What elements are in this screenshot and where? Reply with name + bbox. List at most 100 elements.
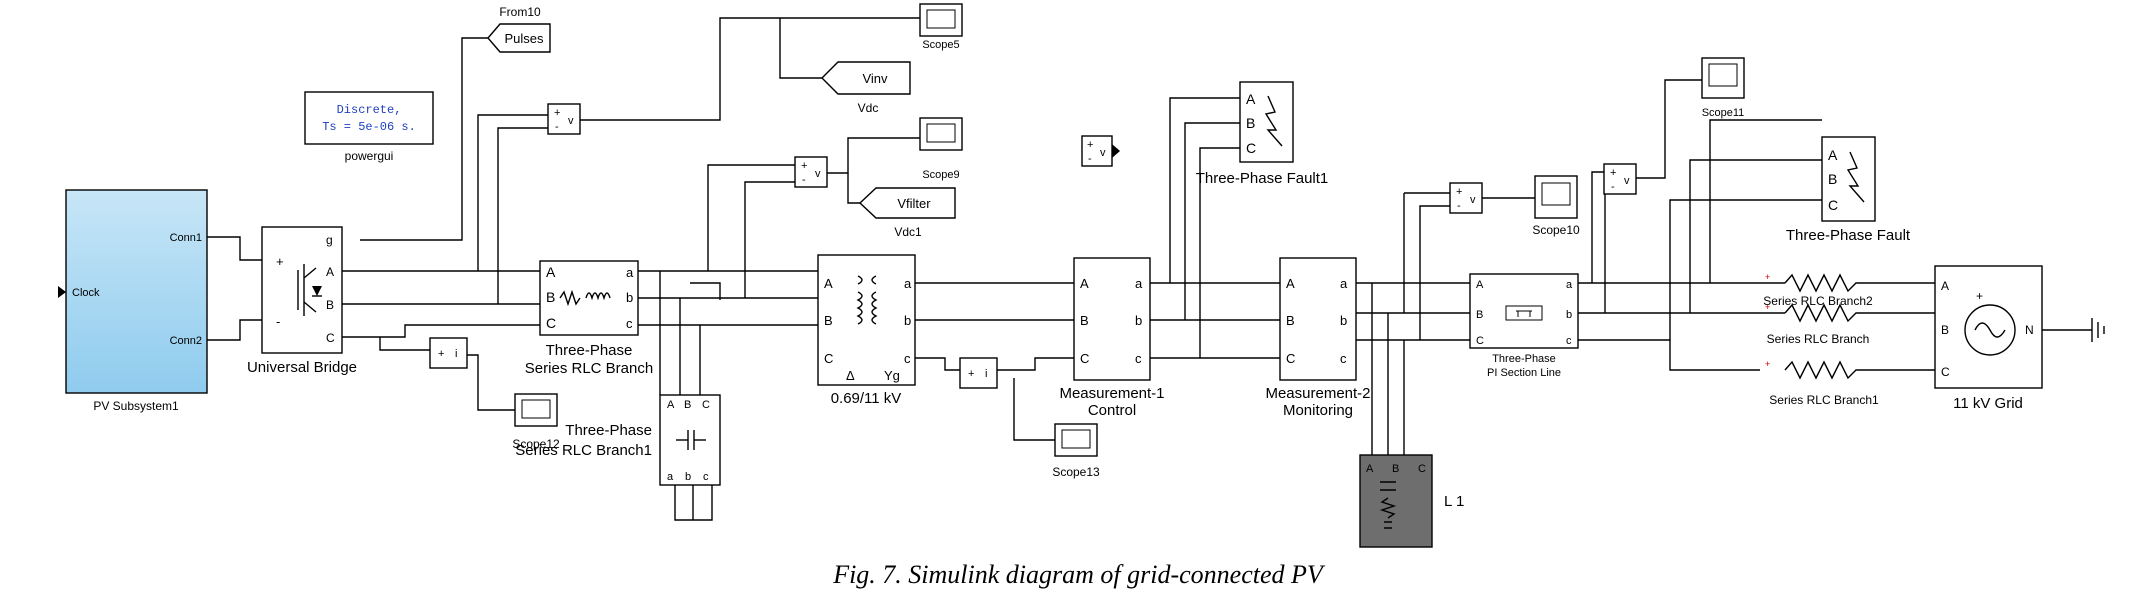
- cap-port-A: A: [667, 399, 675, 411]
- lightning-icon-2: [1846, 151, 1865, 203]
- three-phase-fault-block[interactable]: A B C Three-Phase Fault: [1786, 136, 1911, 244]
- vmeter3-v: v: [1100, 147, 1106, 159]
- pv-conn1-port: Conn1: [170, 232, 202, 244]
- f2-port-C: C: [1828, 197, 1838, 213]
- ground-icon: [2091, 318, 2105, 342]
- series-rlc-branch1[interactable]: + Series RLC Branch1: [1765, 359, 1879, 407]
- cap-port-c: c: [703, 471, 709, 483]
- rlc-port-A: A: [546, 264, 556, 280]
- three-phase-series-rlc-block[interactable]: A B C a b c Three-Phase Series RLC Branc…: [525, 260, 653, 377]
- imeter2-i: i: [985, 368, 987, 380]
- m1-port-c: c: [1135, 351, 1142, 366]
- measurement-1-block[interactable]: A B C a b c Measurement-1 Control: [1059, 257, 1165, 419]
- scope12-label: Scope12: [512, 437, 560, 451]
- voltage-meter-vfilter[interactable]: + - v: [794, 156, 828, 188]
- three-phase-rlc-branch1-block[interactable]: A B C a b c Three-Phase Series RLC Branc…: [515, 394, 721, 486]
- current-meter-1[interactable]: + i: [429, 337, 468, 369]
- imeter-plus: +: [438, 348, 444, 360]
- load-port-C: C: [1418, 463, 1426, 475]
- capacitor-icon: [676, 430, 706, 450]
- m1-port-B: B: [1080, 313, 1089, 328]
- voltage-meter-grid[interactable]: + - v: [1603, 163, 1637, 195]
- pv-subsystem-label: PV Subsystem1: [93, 399, 179, 413]
- voltage-meter-floating[interactable]: + - v: [1081, 135, 1120, 167]
- ub-plus-port: +: [276, 254, 284, 269]
- transformer-block[interactable]: A B C a b c Δ Yg 0.69/11 kV: [817, 254, 916, 407]
- rlc-port-c: c: [626, 316, 633, 331]
- grid-label: 11 kV Grid: [1953, 395, 2023, 412]
- three-phase-fault1-block[interactable]: A B C Three-Phase Fault1: [1196, 81, 1329, 187]
- series-rlc-branch2[interactable]: + Series RLC Branch2: [1763, 272, 1873, 308]
- scope9-block[interactable]: Scope9: [919, 117, 963, 181]
- grid-port-N: N: [2025, 323, 2034, 337]
- vinv-label: Vinv: [862, 71, 888, 86]
- measurement-2-block[interactable]: A B C a b c Measurement-2 Monitoring: [1265, 257, 1371, 419]
- pi-port-b: b: [1566, 309, 1572, 321]
- vmeter5-minus: -: [1611, 181, 1615, 193]
- powergui-block[interactable]: Discrete, Ts = 5e-06 s. powergui: [304, 91, 434, 163]
- pi-port-a: a: [1566, 279, 1573, 291]
- vmeter5-plus: +: [1610, 167, 1616, 179]
- f1-port-B: B: [1246, 115, 1255, 131]
- voltage-meter-vinv[interactable]: + - v: [547, 103, 581, 135]
- pv-subsystem-block[interactable]: Clock Conn1 Conn2 PV Subsystem1: [58, 189, 208, 413]
- vmeter-minus: -: [555, 121, 559, 133]
- grid-port-B: B: [1941, 323, 1949, 337]
- grid-source-block[interactable]: A B C N + 11 kV Grid: [1934, 265, 2043, 412]
- vmeter3-plus: +: [1087, 139, 1093, 151]
- rlc-port-a: a: [626, 265, 634, 280]
- load-l1-block[interactable]: A B C L 1: [1359, 454, 1464, 548]
- vinv-goto-tag[interactable]: Vinv Vdc: [821, 61, 911, 115]
- pv-clock-port: Clock: [72, 287, 100, 299]
- grid-plus: +: [1976, 289, 1983, 303]
- scope13-block[interactable]: Scope13: [1052, 423, 1100, 479]
- scope5-block[interactable]: Scope5: [919, 3, 963, 51]
- pulses-label: Pulses: [504, 31, 544, 46]
- pi-label-2: PI Section Line: [1487, 367, 1561, 379]
- ac-source-icon: [1964, 304, 2016, 356]
- pv-conn2-port: Conn2: [170, 335, 202, 347]
- scope9-label: Scope9: [922, 169, 959, 181]
- rlc-port-C: C: [546, 315, 556, 331]
- lightning-icon: [1264, 95, 1283, 147]
- m1-port-A: A: [1080, 276, 1089, 291]
- voltage-meter-pi[interactable]: + - v: [1449, 182, 1483, 214]
- scope11-block[interactable]: Scope11: [1701, 57, 1745, 119]
- f1-port-C: C: [1246, 140, 1256, 156]
- pv-input-arrow: [58, 286, 66, 298]
- igbt-icon: [297, 264, 322, 316]
- grid-port-A: A: [1941, 279, 1949, 293]
- series-rlc-label-2: Series RLC Branch: [525, 360, 653, 377]
- measurement-2-label-2: Monitoring: [1283, 402, 1353, 419]
- scope12-block[interactable]: Scope12: [512, 393, 560, 451]
- imeter2-plus: +: [968, 368, 974, 380]
- series-rlc-branch[interactable]: + Series RLC Branch: [1765, 302, 1869, 346]
- vdc-label: Vdc: [858, 101, 879, 115]
- universal-bridge-block[interactable]: + - g A B C Universal Bridge: [247, 226, 357, 376]
- tr-port-B: B: [824, 313, 833, 328]
- scope11-label: Scope11: [1702, 107, 1745, 119]
- vfilter-goto-tag[interactable]: Vfilter Vdc1: [858, 187, 956, 239]
- m1-port-a: a: [1135, 276, 1143, 291]
- rlc-port-b: b: [626, 290, 633, 305]
- current-meter-2[interactable]: + i: [959, 357, 998, 389]
- vfilter-label: Vfilter: [897, 196, 931, 211]
- vmeter5-v: v: [1624, 175, 1630, 187]
- from-pulses-tag[interactable]: From10 Pulses: [487, 5, 551, 53]
- vmeter4-plus: +: [1456, 186, 1462, 198]
- fault1-label: Three-Phase Fault1: [1196, 170, 1329, 187]
- rlc-branch1-label-1: Three-Phase: [565, 422, 652, 439]
- transformer-coil-icon: [856, 275, 878, 325]
- ub-A-port: A: [326, 265, 334, 279]
- f1-port-A: A: [1246, 91, 1256, 107]
- rlc1-plus: +: [1765, 359, 1770, 369]
- pi-port-C: C: [1476, 335, 1484, 347]
- m2-port-B: B: [1286, 313, 1295, 328]
- ub-C-port: C: [326, 331, 335, 345]
- rlc-branch1-label-2: Series RLC Branch1: [515, 442, 652, 459]
- vmeter4-minus: -: [1457, 200, 1461, 212]
- m2-port-c: c: [1340, 351, 1347, 366]
- tr-yg: Yg: [884, 368, 900, 383]
- pi-section-line-block[interactable]: A B C a b c Three-Phase PI Section Line: [1469, 273, 1579, 379]
- scope10-block[interactable]: Scope10: [1532, 175, 1580, 237]
